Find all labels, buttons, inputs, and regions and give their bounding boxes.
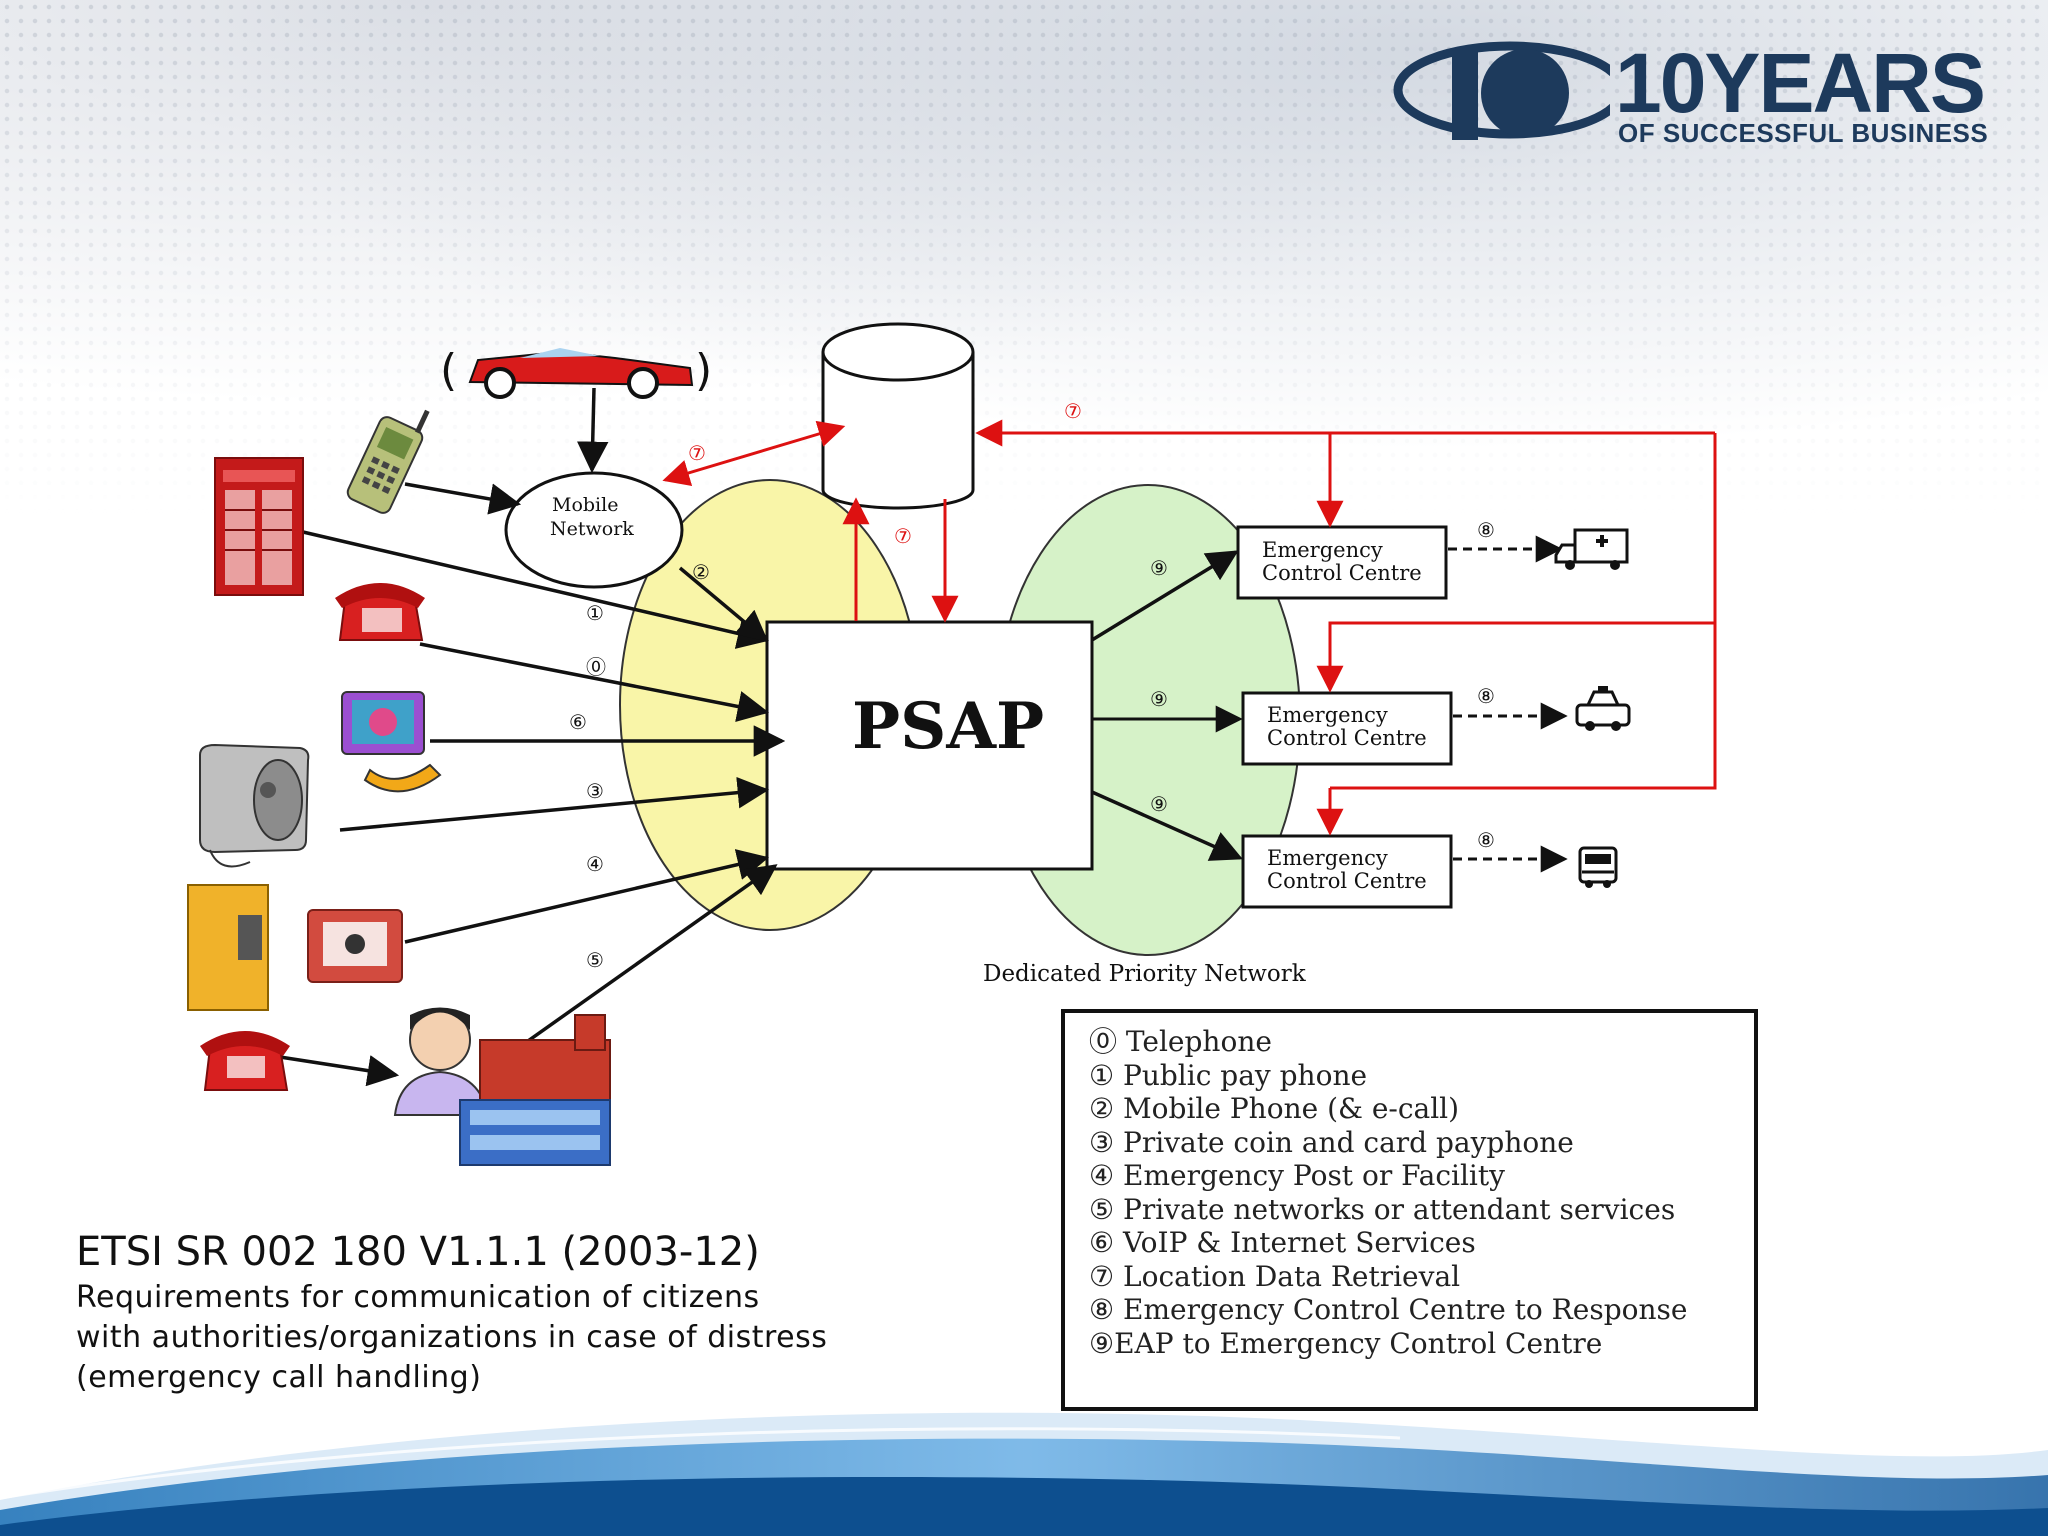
- legend-item: ⑦ Location Data Retrieval: [1089, 1259, 1461, 1293]
- location-data-links: [662, 419, 1717, 836]
- arrow-telephone: [419, 642, 770, 722]
- arrow-phone-to-operator: [266, 1053, 400, 1087]
- input-number-2: ②: [692, 560, 710, 584]
- arrow-mobile-to-psap: [678, 566, 769, 643]
- svg-text:Control Centre: Control Centre: [1267, 869, 1427, 893]
- arrow-public-pay-phone: [302, 530, 770, 649]
- ambulance-icon: [1554, 528, 1629, 570]
- legend-item: ⓪ Telephone: [1089, 1025, 1272, 1058]
- legend-item: ⑤ Private networks or attendant services: [1089, 1192, 1676, 1226]
- input-number-0: ⓪: [586, 655, 606, 679]
- priority-network-label: Dedicated Priority Network: [983, 961, 1307, 987]
- ecc-box-ambulance: Emergency Control Centre: [1236, 525, 1448, 600]
- logo-title: 10YEARS: [1615, 36, 1986, 130]
- arrow-car: [576, 387, 609, 474]
- svg-text:(: (: [440, 345, 457, 396]
- input-number-3: ③: [586, 779, 604, 803]
- response-number-2: ⑧: [1477, 684, 1495, 708]
- legend-item: ④ Emergency Post or Facility: [1089, 1159, 1505, 1192]
- response-number-1: ⑧: [1477, 518, 1495, 542]
- source-caption: ETSI SR 002 180 V1.1.1 (2003-12) Require…: [76, 1226, 976, 1398]
- ecc-box-fire: Emergency Control Centre: [1241, 834, 1453, 909]
- psap-box: [765, 620, 1094, 871]
- police-car-icon: [1575, 686, 1631, 731]
- voip-computer-icon: [341, 691, 442, 793]
- ecc-box-police: Emergency Control Centre: [1241, 691, 1453, 766]
- svg-text:): ): [695, 345, 712, 396]
- eap-number-1: ⑨: [1150, 556, 1168, 580]
- input-number-5: ⑤: [586, 948, 604, 972]
- arrow-private-payphone: [339, 776, 770, 832]
- svg-text:Emergency: Emergency: [1267, 846, 1388, 870]
- caption-line-1: Requirements for communication of citize…: [76, 1280, 760, 1315]
- response-number-3: ⑧: [1477, 828, 1495, 852]
- legend-item: ① Public pay phone: [1089, 1058, 1368, 1092]
- arrow-psap-ecc-1: [1091, 550, 1239, 642]
- fire-truck-icon: [1578, 846, 1618, 888]
- car-icon: ( ): [440, 345, 712, 399]
- payphone-icon: [199, 743, 310, 868]
- eap-number-3: ⑨: [1150, 792, 1168, 816]
- arrow-psap-ecc-3: [1091, 790, 1243, 861]
- logo-subtitle: OF SUCCESSFUL BUSINESS: [1618, 118, 1989, 148]
- legend-item: ⑧ Emergency Control Centre to Response: [1089, 1293, 1688, 1326]
- location-number-2: ⑦: [894, 524, 912, 548]
- caption-line-2: with authorities/organizations in case o…: [76, 1320, 828, 1355]
- svg-text:Emergency: Emergency: [1267, 703, 1388, 727]
- mobile-network-label-1: Mobile: [552, 494, 618, 516]
- arrow-emergency-post: [404, 849, 770, 944]
- call-center-operator-icon: [393, 1007, 611, 1166]
- legend-item: ③ Private coin and card payphone: [1089, 1125, 1574, 1159]
- arrow-mobile-phone: [404, 482, 522, 515]
- legend-box: ⓪ Telephone ① Public pay phone ② Mobile …: [1061, 1009, 1758, 1411]
- mobile-network-label-2: Network: [550, 518, 634, 540]
- input-number-1: ①: [586, 601, 604, 625]
- caption-title: ETSI SR 002 180 V1.1.1 (2003-12): [76, 1229, 760, 1275]
- legend-item: ⑨EAP to Emergency Control Centre: [1089, 1326, 1603, 1360]
- location-database-icon: [821, 322, 975, 510]
- svg-text:Control Centre: Control Centre: [1262, 561, 1422, 585]
- mobile-phone-icon: [346, 409, 430, 514]
- company-logo: 10YEARS OF SUCCESSFUL BUSINESS: [1360, 38, 2010, 158]
- caption-line-3: (emergency call handling): [76, 1360, 482, 1395]
- legend-item: ⑥ VoIP & Internet Services: [1089, 1226, 1476, 1259]
- background-waves: [0, 1412, 2048, 1536]
- svg-text:Control Centre: Control Centre: [1267, 726, 1427, 750]
- desk-telephone-icon: [335, 583, 425, 641]
- operator-telephone-icon: [200, 1031, 290, 1091]
- eap-number-2: ⑨: [1150, 687, 1168, 711]
- svg-text:Emergency: Emergency: [1262, 538, 1383, 562]
- location-number-3: ⑦: [1064, 399, 1082, 423]
- phone-booth-icon: [214, 457, 304, 596]
- psap-label: PSAP: [852, 689, 1044, 764]
- input-number-4: ④: [586, 852, 604, 876]
- logo-swoosh-icon: [1393, 41, 1610, 140]
- location-number-1: ⑦: [688, 441, 706, 465]
- legend-item: ② Mobile Phone (& e-call): [1089, 1092, 1460, 1125]
- emergency-post-icon: [187, 884, 403, 1011]
- input-number-6: ⑥: [569, 710, 587, 734]
